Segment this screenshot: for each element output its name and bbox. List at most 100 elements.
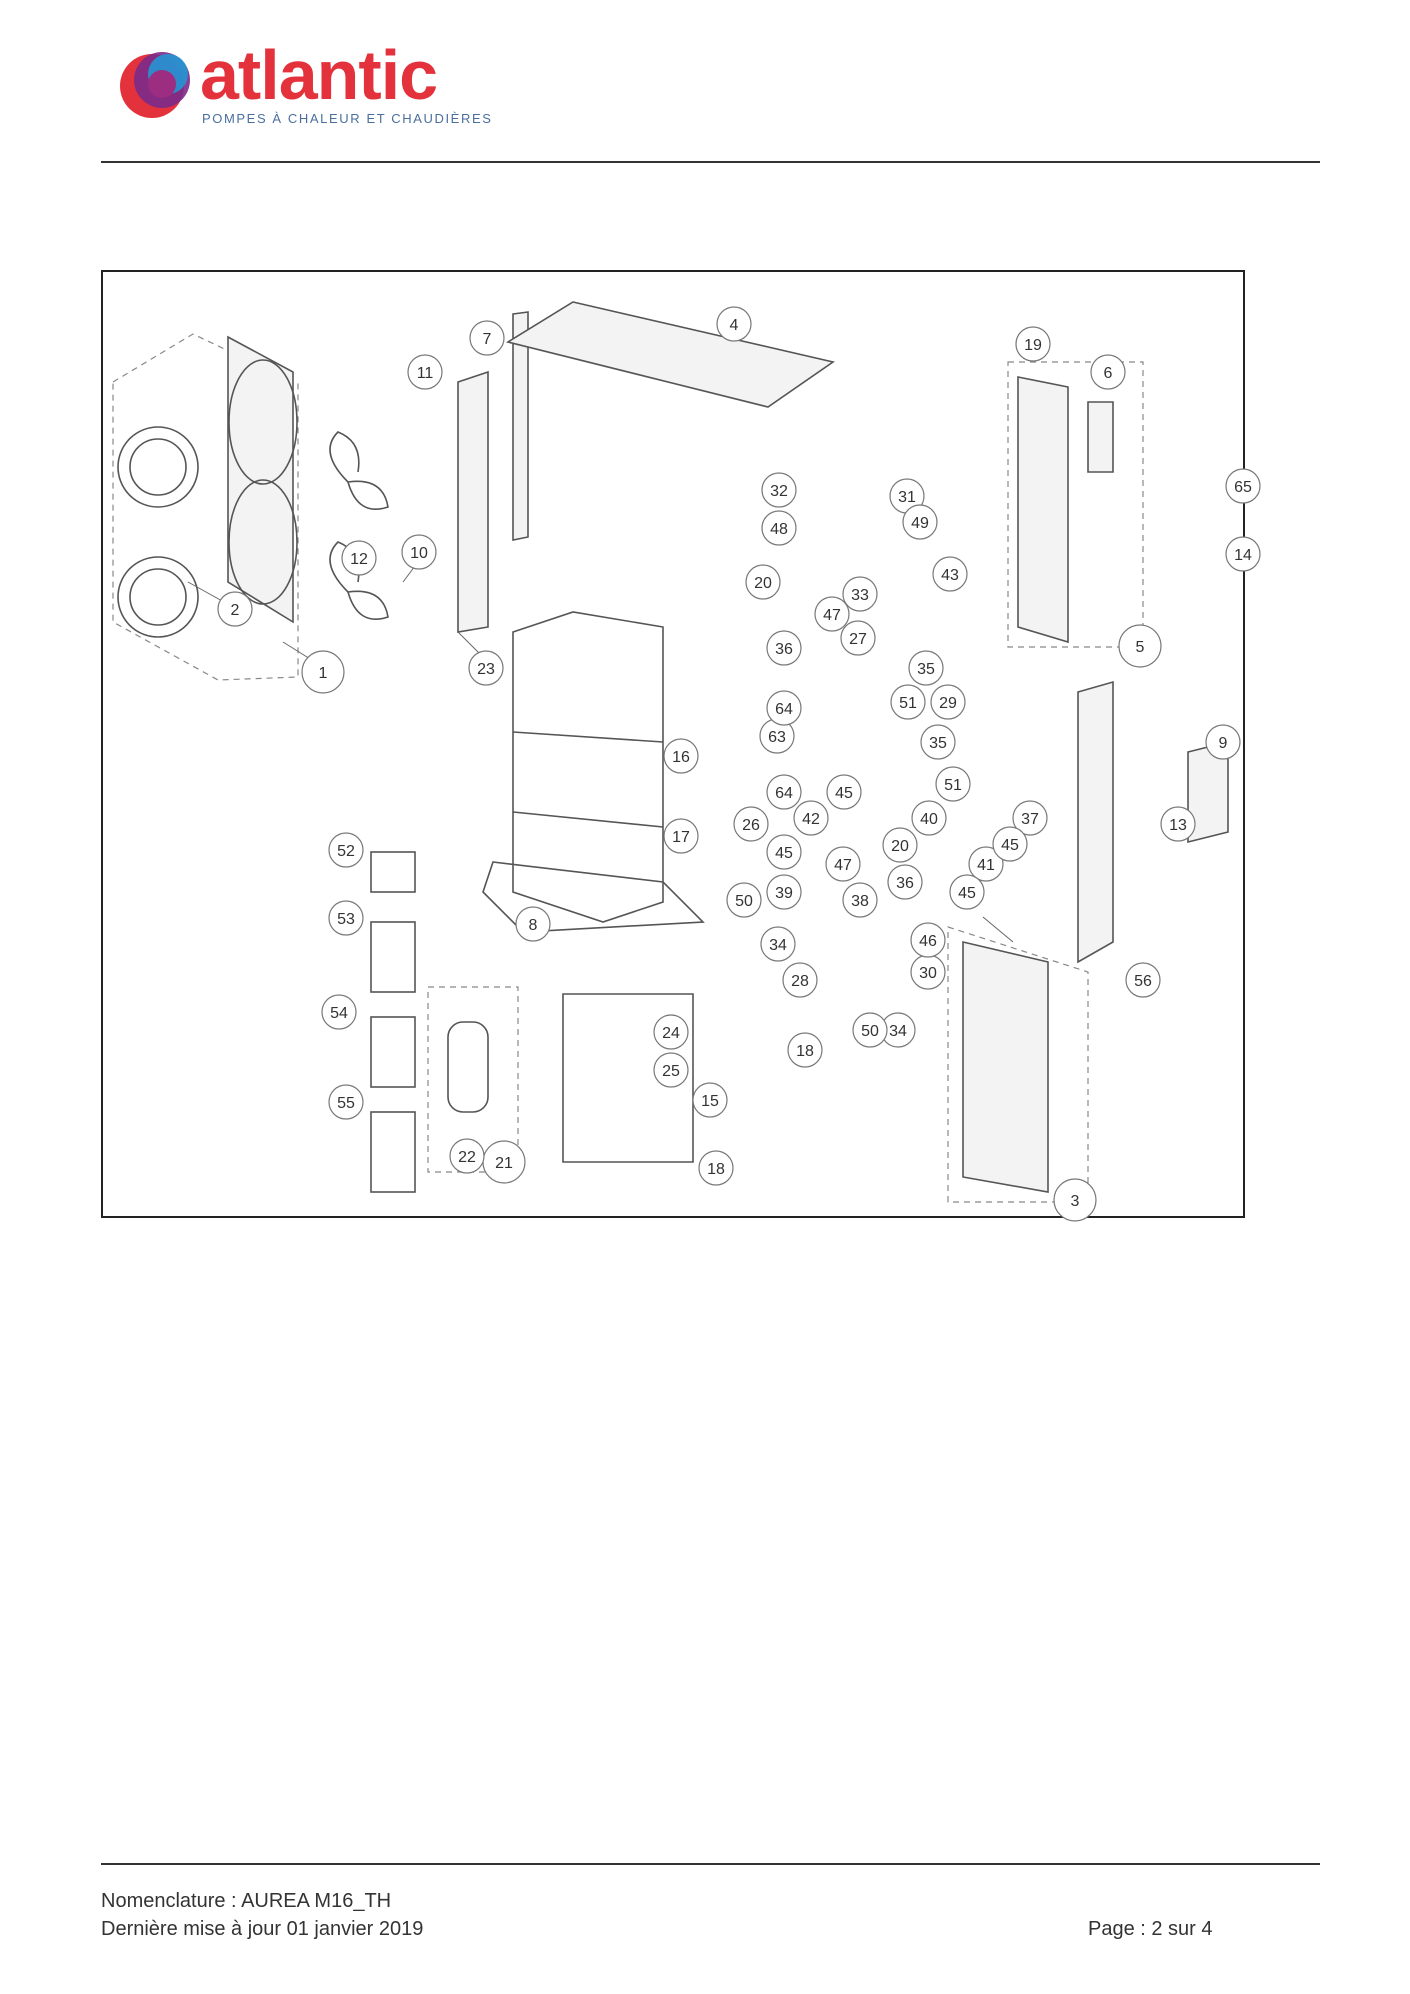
callout-50a: 50: [726, 882, 762, 918]
callout-16: 16: [663, 738, 699, 774]
callout-20a: 20: [745, 564, 781, 600]
svg-text:35: 35: [929, 735, 947, 752]
callout-13: 13: [1160, 806, 1196, 842]
nomenclature-label: Nomenclature : AUREA M16_TH: [101, 1890, 392, 1912]
callout-64b: 64: [766, 774, 802, 810]
svg-text:45: 45: [835, 785, 853, 802]
svg-text:23: 23: [477, 661, 495, 678]
callout-9: 9: [1205, 724, 1241, 760]
callout-48: 48: [761, 510, 797, 546]
svg-text:53: 53: [337, 911, 355, 928]
svg-text:8: 8: [529, 917, 538, 934]
svg-text:45: 45: [775, 845, 793, 862]
svg-text:65: 65: [1234, 479, 1252, 496]
svg-text:20: 20: [754, 575, 772, 592]
callout-25: 25: [653, 1052, 689, 1088]
svg-text:36: 36: [775, 641, 793, 658]
callout-39: 39: [766, 874, 802, 910]
svg-text:47: 47: [834, 857, 852, 874]
callout-56: 56: [1125, 962, 1161, 998]
callout-37: 37: [1012, 800, 1048, 836]
callout-14: 14: [1225, 536, 1261, 572]
svg-text:18: 18: [707, 1161, 725, 1178]
svg-text:47: 47: [823, 607, 841, 624]
svg-text:45: 45: [958, 885, 976, 902]
svg-text:25: 25: [662, 1063, 680, 1080]
header-divider: [101, 161, 1320, 163]
callout-43: 43: [932, 556, 968, 592]
callout-3: 3: [1053, 1178, 1097, 1222]
svg-text:45: 45: [1001, 837, 1019, 854]
svg-text:40: 40: [920, 811, 938, 828]
callout-7: 7: [469, 320, 505, 356]
svg-text:4: 4: [730, 317, 739, 334]
svg-text:64: 64: [775, 785, 793, 802]
callout-6: 6: [1090, 354, 1126, 390]
callout-45c: 45: [992, 826, 1028, 862]
svg-text:41: 41: [977, 857, 995, 874]
callout-33: 33: [842, 576, 878, 612]
svg-text:14: 14: [1234, 547, 1252, 564]
svg-text:55: 55: [337, 1095, 355, 1112]
svg-text:2: 2: [231, 602, 240, 619]
callout-38: 38: [842, 882, 878, 918]
exploded-parts-diagram: 1 2 3 4 5 6 7 8 9 10 11 12 13 14 15 16 1…: [101, 270, 1261, 1222]
svg-text:1: 1: [319, 665, 328, 682]
callout-36b: 36: [887, 864, 923, 900]
callout-47a: 47: [814, 596, 850, 632]
svg-text:12: 12: [350, 551, 368, 568]
last-update-label: Dernière mise à jour 01 janvier 2019: [101, 1918, 424, 1940]
brand-tagline: POMPES À CHALEUR ET CHAUDIÈRES: [202, 111, 493, 126]
callout-45a: 45: [826, 774, 862, 810]
callout-52: 52: [328, 832, 364, 868]
callout-19: 19: [1015, 326, 1051, 362]
callout-51b: 51: [935, 766, 971, 802]
callout-53: 53: [328, 900, 364, 936]
callout-47b: 47: [825, 846, 861, 882]
svg-text:17: 17: [672, 829, 690, 846]
callout-18b: 18: [698, 1150, 734, 1186]
svg-text:33: 33: [851, 587, 869, 604]
svg-text:29: 29: [939, 695, 957, 712]
svg-text:26: 26: [742, 817, 760, 834]
callout-35a: 35: [908, 650, 944, 686]
callout-40: 40: [911, 800, 947, 836]
callout-28: 28: [782, 962, 818, 998]
svg-text:7: 7: [483, 331, 492, 348]
svg-text:52: 52: [337, 843, 355, 860]
callout-51a: 51: [890, 684, 926, 720]
svg-text:24: 24: [662, 1025, 680, 1042]
callout-10: 10: [401, 534, 437, 570]
callout-20b: 20: [882, 827, 918, 863]
svg-text:39: 39: [775, 885, 793, 902]
callout-42: 42: [793, 800, 829, 836]
svg-text:31: 31: [898, 489, 916, 506]
callout-18a: 18: [787, 1032, 823, 1068]
svg-text:3: 3: [1071, 1193, 1080, 1210]
svg-text:50: 50: [861, 1023, 879, 1040]
svg-text:27: 27: [849, 631, 867, 648]
callout-50b: 50: [852, 1012, 888, 1048]
callout-64a: 64: [766, 690, 802, 726]
brand-name: atlantic: [200, 36, 438, 114]
callout-4: 4: [716, 306, 752, 342]
callout-15: 15: [692, 1082, 728, 1118]
callout-55: 55: [328, 1084, 364, 1120]
callout-17: 17: [663, 818, 699, 854]
callout-12: 12: [341, 540, 377, 576]
svg-text:43: 43: [941, 567, 959, 584]
svg-text:18: 18: [796, 1043, 814, 1060]
svg-text:51: 51: [899, 695, 917, 712]
parts-drawing: 1 2 3 4 5 6 7 8 9 10 11 12 13 14 15 16 1…: [112, 301, 1261, 1222]
callout-21: 21: [482, 1140, 526, 1184]
svg-text:38: 38: [851, 893, 869, 910]
brand-logo: atlantic POMPES À CHALEUR ET CHAUDIÈRES: [112, 36, 492, 136]
callout-46: 46: [910, 922, 946, 958]
callout-49: 49: [902, 504, 938, 540]
page-number: Page : 2 sur 4: [1088, 1918, 1213, 1940]
svg-text:32: 32: [770, 483, 788, 500]
svg-text:63: 63: [768, 729, 786, 746]
svg-text:46: 46: [919, 933, 937, 950]
svg-text:22: 22: [458, 1149, 476, 1166]
brand-mark-icon: [120, 52, 190, 118]
